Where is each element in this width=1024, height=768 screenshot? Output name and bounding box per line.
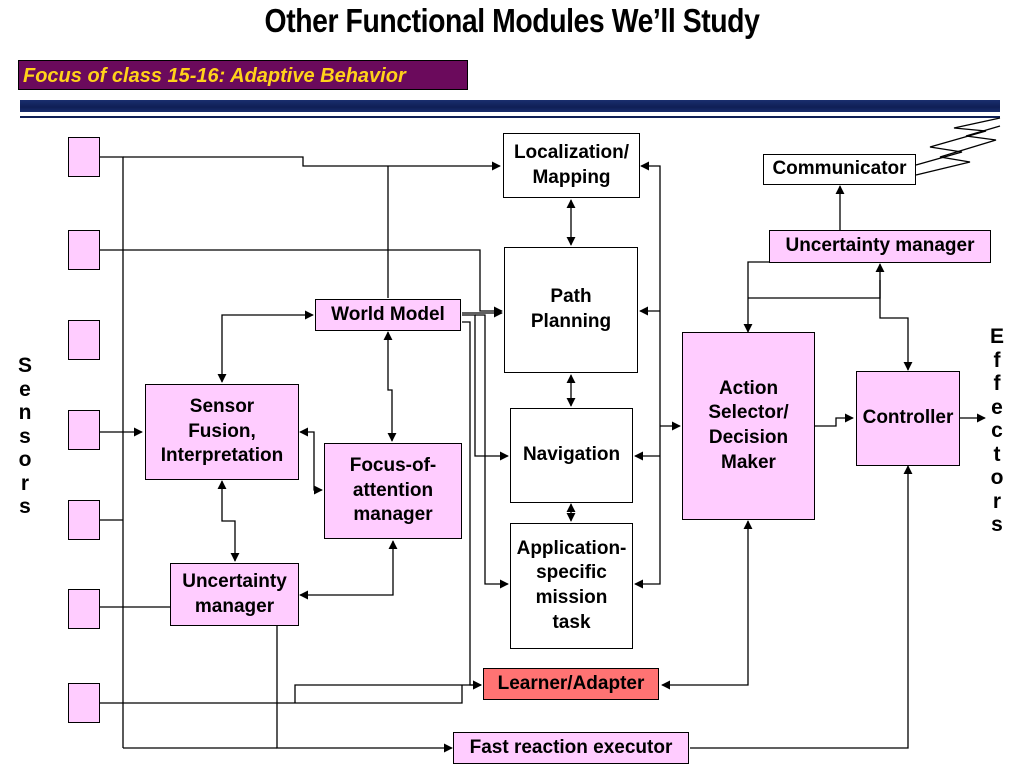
wire-sensor7 xyxy=(100,685,463,704)
world-model-module: World Model xyxy=(315,299,461,331)
vertical-label-letter: E xyxy=(990,325,1005,348)
wire-return-localization xyxy=(640,161,661,430)
vertical-label-letter: r xyxy=(20,471,30,495)
vertical-label-letter: e xyxy=(991,395,1003,419)
wire-action-learner xyxy=(661,520,753,690)
wire-sensor-localization xyxy=(123,156,501,171)
wire-uncertainty-controller xyxy=(879,280,913,371)
slide-title: Other Functional Modules We’ll Study xyxy=(264,2,760,39)
sensor-4 xyxy=(68,410,100,450)
wire-learner-in xyxy=(294,680,482,703)
wire-world-fusion xyxy=(217,310,314,383)
vertical-label-letter: f xyxy=(993,348,1001,372)
vertical-label-letter: s xyxy=(991,513,1003,536)
slide-subtitle: Focus of class 15-16: Adaptive Behavior xyxy=(18,60,468,90)
wire-world-navigation xyxy=(462,314,509,461)
communicator-antenna xyxy=(915,117,1001,166)
fast-reaction-executor-module: Fast reaction executor xyxy=(453,732,689,764)
wire-world-app xyxy=(475,314,509,589)
localization-mapping-module: Localization/Mapping xyxy=(503,133,640,198)
wire-fusion-uncertainty xyxy=(217,480,240,562)
uncertainty-manager-right: Uncertainty manager xyxy=(769,230,991,263)
communicator-antenna-2 xyxy=(915,125,1001,176)
sensor-5 xyxy=(68,500,100,540)
communicator-module: Communicator xyxy=(763,154,916,185)
wire-uncertainty-focus xyxy=(299,540,398,600)
header-rule-thin xyxy=(20,116,1000,118)
wire-return-app xyxy=(634,430,661,589)
wire-world-learner xyxy=(462,321,482,690)
vertical-label-letter: t xyxy=(993,442,1001,466)
vertical-label-letter: S xyxy=(18,354,33,377)
wire-world-focus xyxy=(383,331,397,442)
controller-module: Controller xyxy=(856,371,960,466)
wire-uncertainty-action xyxy=(743,261,770,333)
vertical-label-letter: s xyxy=(19,495,31,518)
sensor-3 xyxy=(68,320,100,360)
wire-action-uncertainty xyxy=(748,263,885,299)
wire-sensor-path xyxy=(100,249,503,316)
sensor-1 xyxy=(68,137,100,177)
wire-uncertainty-fast xyxy=(276,626,453,753)
vertical-label-letter: e xyxy=(19,377,31,401)
header-rule xyxy=(20,100,1000,112)
wire-action-controller xyxy=(815,413,854,427)
wire-fusion-focus xyxy=(299,427,323,495)
sensor-7 xyxy=(68,683,100,723)
sensor-6 xyxy=(68,589,100,629)
sensor-2 xyxy=(68,230,100,270)
sensor-trunk xyxy=(100,156,124,748)
learner-adapter-module: Learner/Adapter xyxy=(483,668,659,700)
vertical-label-letter: o xyxy=(18,448,32,471)
vertical-label-letter: r xyxy=(992,489,1002,513)
vertical-label-letter: o xyxy=(990,466,1004,489)
navigation-module: Navigation xyxy=(510,408,633,503)
wire-controller-fast xyxy=(690,465,913,749)
vertical-label-letter: c xyxy=(991,419,1003,442)
vertical-label-letter: f xyxy=(993,372,1001,395)
vertical-label-letter: n xyxy=(18,401,32,424)
vertical-label-letter: s xyxy=(19,424,31,448)
